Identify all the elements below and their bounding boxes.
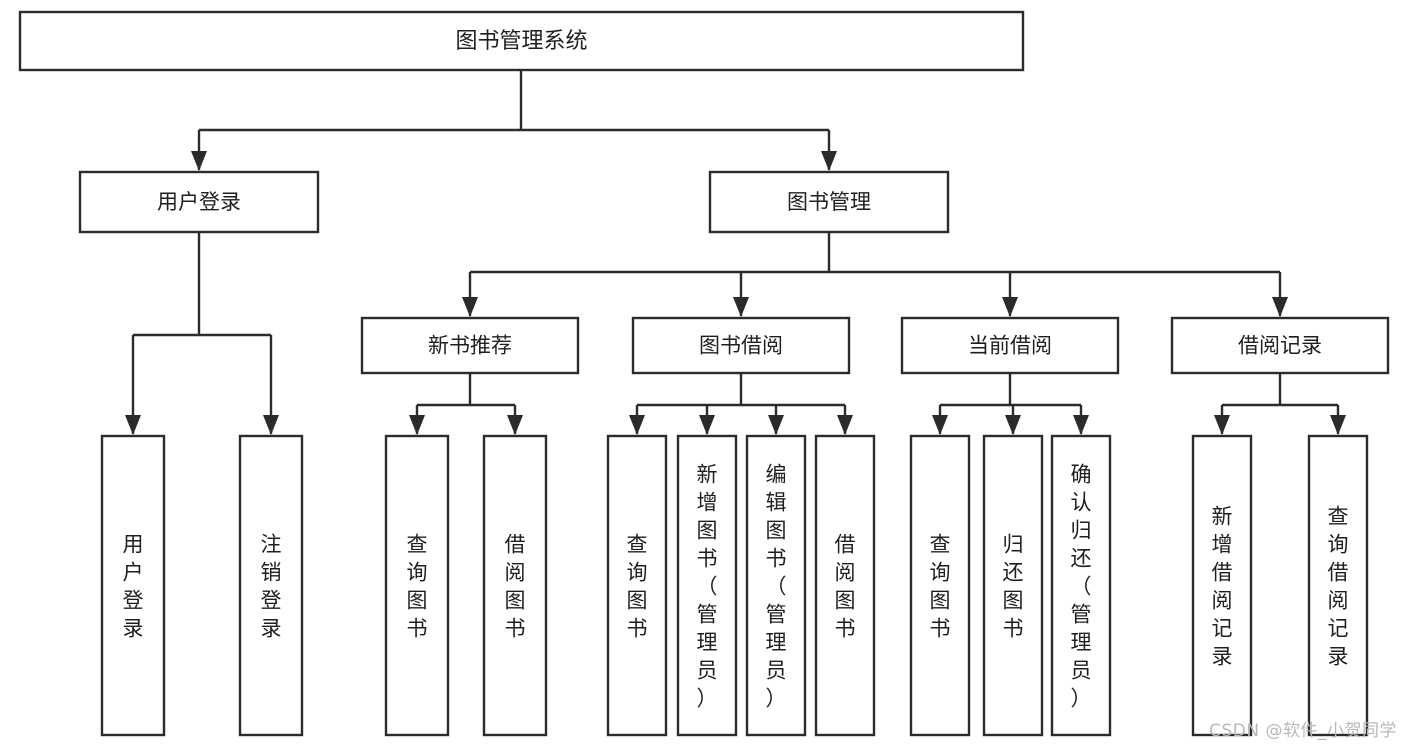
arrow-head-icon-leaf-borrow-books-recommend — [507, 415, 523, 435]
node-borrow-records[interactable]: 借阅记录 — [1170, 316, 1390, 375]
node-box-new-book-recommend[interactable] — [360, 316, 580, 375]
node-label-leaf-confirm-return-admin: 确认归还（管理员） — [1071, 462, 1092, 710]
arrow-head-icon-user-login — [191, 151, 207, 171]
arrow-head-icon-leaf-confirm-return-admin — [1073, 415, 1089, 435]
node-box-leaf-return-books[interactable] — [982, 434, 1044, 737]
node-leaf-logout[interactable]: 注销登录 — [238, 434, 304, 737]
node-box-leaf-borrow-books-recommend[interactable] — [482, 434, 548, 737]
arrow-head-icon-leaf-query-borrow-record — [1330, 415, 1346, 435]
node-label-new-book-recommend: 新书推荐 — [428, 334, 512, 358]
node-box-leaf-query-borrow-record[interactable] — [1307, 434, 1369, 737]
arrow-head-icon-leaf-add-book-admin — [699, 415, 715, 435]
node-label-user-login: 用户登录 — [157, 190, 241, 214]
node-book-borrow[interactable]: 图书借阅 — [631, 316, 851, 375]
node-leaf-user-login[interactable]: 用户登录 — [100, 434, 166, 737]
node-label-leaf-user-login: 用户登录 — [123, 532, 144, 640]
node-label-root: 图书管理系统 — [455, 29, 587, 54]
node-label-leaf-query-books-current: 查询图书 — [930, 532, 951, 640]
node-label-leaf-add-book-admin: 新增图书（管理员） — [697, 462, 718, 710]
node-box-leaf-query-books-recommend[interactable] — [384, 434, 450, 737]
node-box-book-borrow[interactable] — [631, 316, 851, 375]
node-leaf-add-book-admin[interactable]: 新增图书（管理员） — [676, 434, 738, 737]
node-leaf-borrow-books-borrow[interactable]: 借阅图书 — [814, 434, 876, 737]
node-box-borrow-records[interactable] — [1170, 316, 1390, 375]
arrow-head-icon-book-borrow — [733, 297, 749, 317]
node-leaf-borrow-books-recommend[interactable]: 借阅图书 — [482, 434, 548, 737]
arrow-head-icon-leaf-query-books-current — [932, 415, 948, 435]
node-box-root[interactable] — [18, 10, 1025, 72]
node-box-leaf-add-borrow-record[interactable] — [1191, 434, 1253, 737]
arrow-head-icon-leaf-return-books — [1005, 415, 1021, 435]
arrow-head-icon-leaf-logout — [263, 415, 279, 435]
node-label-borrow-records: 借阅记录 — [1238, 334, 1322, 358]
arrow-head-icon-book-management — [821, 151, 837, 171]
node-label-leaf-add-borrow-record: 新增借阅记录 — [1212, 504, 1233, 668]
node-label-leaf-query-books-recommend: 查询图书 — [407, 532, 428, 640]
node-leaf-confirm-return-admin[interactable]: 确认归还（管理员） — [1050, 434, 1112, 737]
arrow-head-icon-leaf-query-books-borrow — [629, 415, 645, 435]
node-label-leaf-query-borrow-record: 查询借阅记录 — [1328, 504, 1349, 668]
nodes-layer: 图书管理系统用户登录图书管理新书推荐图书借阅当前借阅借阅记录用户登录注销登录查询… — [18, 10, 1390, 737]
node-leaf-query-borrow-record[interactable]: 查询借阅记录 — [1307, 434, 1369, 737]
node-label-leaf-borrow-books-borrow: 借阅图书 — [835, 532, 856, 640]
node-box-leaf-add-book-admin[interactable] — [676, 434, 738, 737]
node-leaf-query-books-current[interactable]: 查询图书 — [909, 434, 971, 737]
node-leaf-return-books[interactable]: 归还图书 — [982, 434, 1044, 737]
node-new-book-recommend[interactable]: 新书推荐 — [360, 316, 580, 375]
node-box-leaf-logout[interactable] — [238, 434, 304, 737]
node-label-leaf-query-books-borrow: 查询图书 — [627, 532, 648, 640]
node-label-current-borrow: 当前借阅 — [968, 334, 1052, 358]
arrow-head-icon-leaf-edit-book-admin — [768, 415, 784, 435]
node-box-leaf-edit-book-admin[interactable] — [745, 434, 807, 737]
arrow-head-icon-leaf-user-login — [125, 415, 141, 435]
node-label-book-management: 图书管理 — [787, 190, 871, 214]
node-leaf-add-borrow-record[interactable]: 新增借阅记录 — [1191, 434, 1253, 737]
node-root[interactable]: 图书管理系统 — [18, 10, 1025, 72]
arrow-head-icon-current-borrow — [1002, 297, 1018, 317]
connectors-layer — [125, 70, 1346, 435]
node-box-leaf-user-login[interactable] — [100, 434, 166, 737]
arrow-head-icon-borrow-records — [1272, 297, 1288, 317]
node-label-leaf-logout: 注销登录 — [261, 532, 282, 640]
arrow-head-icon-new-book-recommend — [462, 297, 478, 317]
node-box-leaf-query-books-current[interactable] — [909, 434, 971, 737]
node-box-current-borrow[interactable] — [900, 316, 1120, 375]
node-leaf-query-books-borrow[interactable]: 查询图书 — [606, 434, 668, 737]
node-box-book-management[interactable] — [708, 170, 950, 234]
node-leaf-query-books-recommend[interactable]: 查询图书 — [384, 434, 450, 737]
node-user-login[interactable]: 用户登录 — [78, 170, 320, 234]
node-label-leaf-borrow-books-recommend: 借阅图书 — [505, 532, 526, 640]
arrow-head-icon-leaf-add-borrow-record — [1214, 415, 1230, 435]
arrow-head-icon-leaf-query-books-recommend — [409, 415, 425, 435]
node-leaf-edit-book-admin[interactable]: 编辑图书（管理员） — [745, 434, 807, 737]
node-box-leaf-query-books-borrow[interactable] — [606, 434, 668, 737]
node-current-borrow[interactable]: 当前借阅 — [900, 316, 1120, 375]
node-label-leaf-edit-book-admin: 编辑图书（管理员） — [766, 462, 787, 710]
node-box-leaf-confirm-return-admin[interactable] — [1050, 434, 1112, 737]
node-box-user-login[interactable] — [78, 170, 320, 234]
node-box-leaf-borrow-books-borrow[interactable] — [814, 434, 876, 737]
node-label-leaf-return-books: 归还图书 — [1003, 532, 1024, 640]
node-book-management[interactable]: 图书管理 — [708, 170, 950, 234]
node-label-book-borrow: 图书借阅 — [699, 334, 783, 358]
arrow-head-icon-leaf-borrow-books-borrow — [837, 415, 853, 435]
